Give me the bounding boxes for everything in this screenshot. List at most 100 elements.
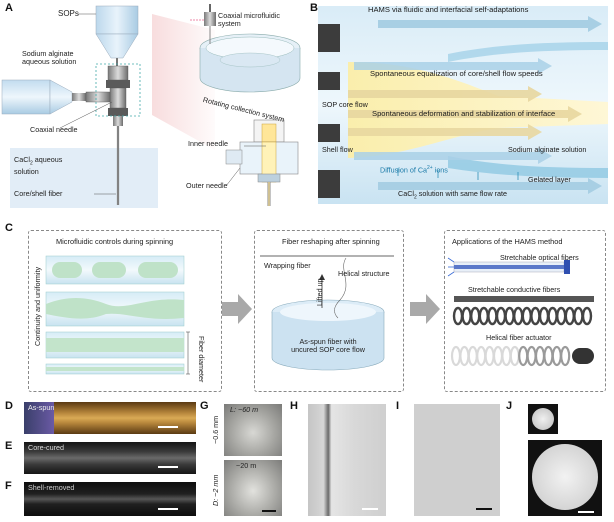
actuator-helix-turn: [492, 345, 504, 367]
conductive-coil-turn: [573, 306, 584, 326]
continuity-label: Continuity and uniformity: [33, 266, 42, 346]
equalization-label: Spontaneous equalization of core/shell f…: [370, 69, 543, 78]
shell-flow-label: Shell flow: [322, 145, 353, 154]
conductive-coil-turn: [564, 306, 576, 326]
conductive-coil-turn: [504, 306, 515, 326]
conductive-coil-turn: [487, 306, 498, 326]
wrapping-fiber-label: Wrapping fiber: [264, 261, 311, 270]
sodium-alginate-label: Sodium alginate aqueous solution: [22, 49, 77, 67]
panel-b-label: B: [310, 2, 318, 14]
gelated-layer-label: Gelated layer: [528, 175, 571, 184]
shell-removed-text: Shell-removed: [28, 483, 75, 492]
actuator-helix-turn: [534, 345, 546, 367]
photo-f: [24, 482, 196, 516]
actuator-helix-turn: [551, 345, 562, 367]
g-diameter-2: D: ~2 mm: [211, 474, 220, 506]
inner-needle-label: Inner needle: [188, 139, 228, 148]
conductive-coil-turn: [495, 306, 507, 326]
panel-c-box3-applications: [447, 257, 594, 367]
zoom-projection-top: [152, 14, 215, 150]
zoom-box: [95, 63, 141, 117]
optical-fibers-label: Stretchable optical fibers: [500, 253, 579, 262]
conductive-coil-turn: [547, 306, 558, 326]
panel-g-label: G: [200, 400, 209, 412]
coaxial-needle-body: [107, 65, 129, 81]
panel-i-label: I: [396, 400, 400, 412]
helical-structure-label: Helical structure: [338, 269, 390, 278]
box3-title: Applications of the HAMS method: [452, 237, 563, 246]
actuator-helix-turn: [501, 345, 512, 367]
conductive-coil-turn: [538, 306, 550, 326]
sops-syringe: [95, 5, 139, 35]
core-shell-label: Core/shell fiber: [14, 189, 63, 198]
panel-f-label: F: [5, 480, 12, 492]
alginate-syringe: [1, 79, 51, 115]
panel-c-box2-reshaping: [260, 255, 394, 371]
photo-g-top: [224, 404, 282, 456]
fiber-diameter-label: Fiber diameter: [197, 336, 206, 383]
box2-title: Fiber reshaping after spinning: [282, 237, 380, 246]
panel-j-label: J: [506, 400, 513, 412]
photo-g-bottom: [224, 460, 282, 516]
actuator-helix-turn: [518, 345, 529, 367]
photo-j-small: [528, 404, 558, 434]
sops-label: SOPs: [58, 9, 79, 18]
actuator-helix-turn: [526, 345, 537, 367]
coaxial-needle-label: Coaxial needle: [30, 125, 78, 134]
box-microfluidic: [28, 230, 222, 392]
photo-h: [308, 404, 386, 516]
conductive-coil-turn: [581, 306, 593, 326]
panel-c-box1-channels: [45, 255, 190, 375]
actuator-helix-turn: [560, 345, 571, 367]
sodium-alginate-solution-label: Sodium alginate solution: [508, 145, 587, 154]
actuator-label: Helical fiber actuator: [486, 333, 552, 342]
deformation-label: Spontaneous deformation and stabilizatio…: [372, 109, 556, 118]
panel-d-label: D: [5, 400, 13, 412]
photo-e: [24, 442, 196, 474]
sop-core-label: SOP core flow: [322, 100, 368, 109]
lifted-up-label: Lifted up: [315, 278, 324, 306]
asspun-text: As-spun: [28, 403, 55, 412]
conductive-coil-turn: [461, 306, 472, 326]
conductive-coil-turn: [512, 306, 524, 326]
coaxial-system-label: Coaxial microfluidic system: [218, 11, 280, 29]
conductive-coil-turn: [470, 306, 481, 326]
panel-a-illustration: [1, 4, 301, 208]
g-diameter-1: ~0.6 mm: [211, 415, 220, 444]
conductive-coil-turn: [555, 306, 567, 326]
actuator-helix-turn: [459, 345, 470, 367]
conductive-fibers-label: Stretchable conductive fibers: [468, 285, 561, 294]
photo-i: [414, 404, 500, 516]
actuator-helix-turn: [484, 345, 495, 367]
actuator-helix-turn: [543, 345, 554, 367]
actuator-helix-turn: [467, 345, 478, 367]
panel-e-label: E: [5, 440, 13, 452]
hams-title: HAMS via fluidic and interfacial self-ad…: [368, 5, 529, 14]
box-applications: [444, 230, 606, 392]
photo-j-large: [528, 440, 602, 516]
actuator-helix-turn: [509, 345, 520, 367]
actuator-helix-turn: [450, 345, 462, 367]
cacl2-bath: [10, 148, 158, 208]
conductive-coil-turn: [452, 306, 464, 326]
diffusion-label: Diffusion of Ca2+ ions: [380, 165, 448, 175]
g-length-2: ~20 m: [236, 461, 257, 470]
outer-needle-label: Outer needle: [186, 181, 228, 190]
cacl2-same-flow-label: CaCl2 solution with same flow rate: [398, 189, 508, 201]
conductive-coil-turn: [478, 306, 489, 326]
conductive-coil-turn: [521, 306, 533, 326]
panel-b-flow-diagram: [318, 6, 608, 204]
box-reshaping: [254, 230, 404, 392]
core-cured-text: Core-cured: [28, 443, 64, 452]
actuator-helix-turn: [476, 345, 487, 367]
panel-h-label: H: [290, 400, 298, 412]
arrow-c1: [222, 294, 252, 324]
box1-title: Microfluidic controls during spinning: [56, 237, 174, 246]
photo-d: [24, 402, 196, 434]
panel-a-label: A: [5, 2, 13, 14]
panel-c-label: C: [5, 222, 13, 234]
g-length-1: L: ~60 m: [230, 405, 259, 414]
arrow-c2: [410, 294, 440, 324]
